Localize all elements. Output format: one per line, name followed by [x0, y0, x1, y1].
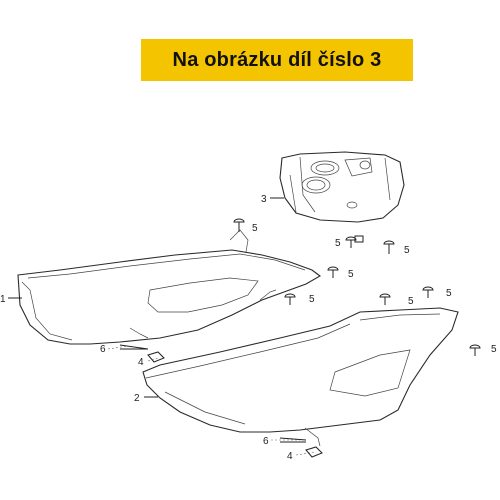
callout-5-c: 5 — [404, 245, 410, 256]
screw-fasteners — [119, 218, 481, 458]
callout-5-b: 5 — [335, 238, 341, 249]
callout-5-a: 5 — [252, 223, 258, 234]
banner-text: Na obrázku díl číslo 3 — [172, 48, 382, 71]
callout-5-e: 5 — [309, 294, 315, 305]
part-1-left-side-cover[interactable] — [17, 229, 321, 345]
leader-lines — [8, 197, 317, 456]
part-number-banner: Na obrázku díl číslo 3 — [141, 39, 413, 81]
callout-5-h: 5 — [491, 344, 497, 355]
callout-3: 3 — [261, 194, 267, 205]
callout-2: 2 — [134, 393, 140, 404]
part-3-tray[interactable] — [279, 151, 405, 223]
callout-4-upper: 4 — [138, 357, 144, 368]
part-2-right-side-cover[interactable] — [142, 307, 459, 447]
callout-labels: 1 2 3 4 4 5 5 5 5 5 5 5 5 6 6 — [0, 194, 497, 462]
callout-5-f: 5 — [408, 296, 414, 307]
callout-4-lower: 4 — [287, 451, 293, 462]
callout-6-upper: 6 — [100, 344, 106, 355]
callout-1: 1 — [0, 294, 6, 305]
callout-5-g: 5 — [446, 288, 452, 299]
callout-5-d: 5 — [348, 269, 354, 280]
callout-6-lower: 6 — [263, 436, 269, 447]
